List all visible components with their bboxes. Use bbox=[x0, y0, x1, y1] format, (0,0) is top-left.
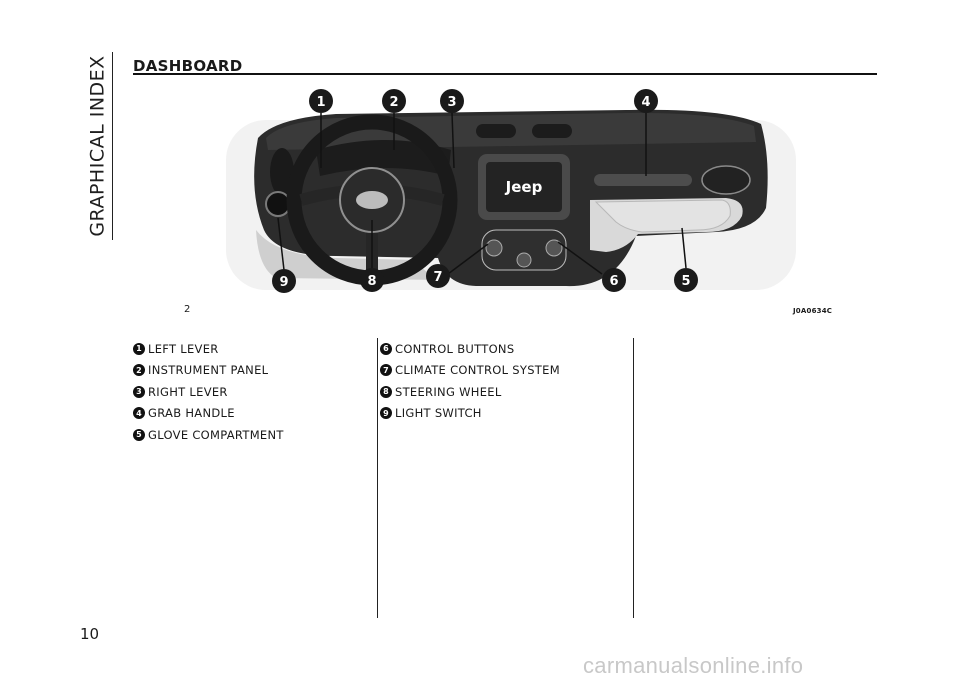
legend-number-badge: 8 bbox=[380, 385, 392, 398]
legend-item: 5 GLOVE COMPARTMENT bbox=[133, 424, 284, 446]
legend-number-badge: 9 bbox=[380, 407, 392, 420]
legend-item: 3 RIGHT LEVER bbox=[133, 381, 284, 403]
legend-label: LIGHT SWITCH bbox=[395, 406, 482, 421]
legend-label: CONTROL BUTTONS bbox=[395, 341, 515, 356]
section-side-tab: GRAPHICAL INDEX bbox=[84, 52, 112, 240]
screen-brand-logo: Jeep bbox=[505, 178, 543, 196]
title-rule bbox=[133, 73, 877, 75]
legend-label: RIGHT LEVER bbox=[148, 384, 228, 399]
section-title: DASHBOARD bbox=[133, 57, 243, 75]
figure-code: J0A0634C bbox=[793, 307, 833, 315]
legend-label: GRAB HANDLE bbox=[148, 406, 235, 421]
callout-6: 6 bbox=[609, 274, 618, 289]
legend-item: 2 INSTRUMENT PANEL bbox=[133, 360, 284, 382]
legend-number-badge: 6 bbox=[380, 342, 392, 355]
callout-2: 2 bbox=[389, 95, 398, 110]
legend-item: 4 GRAB HANDLE bbox=[133, 403, 284, 425]
page-number: 10 bbox=[80, 625, 100, 643]
callout-1: 1 bbox=[316, 95, 325, 110]
legend-label: INSTRUMENT PANEL bbox=[148, 363, 269, 378]
column-divider bbox=[633, 338, 634, 618]
legend-item: 8 STEERING WHEEL bbox=[380, 381, 560, 403]
legend-number-badge: 5 bbox=[133, 428, 145, 441]
dashboard-illustration: Jeep 1 bbox=[226, 89, 796, 293]
legend-item: 7 CLIMATE CONTROL SYSTEM bbox=[380, 360, 560, 382]
callout-5: 5 bbox=[681, 274, 690, 289]
legend-item: 9 LIGHT SWITCH bbox=[380, 403, 560, 425]
callout-3: 3 bbox=[447, 95, 456, 110]
legend-list-right: 6 CONTROL BUTTONS 7 CLIMATE CONTROL SYST… bbox=[380, 338, 560, 424]
legend-label: GLOVE COMPARTMENT bbox=[148, 427, 284, 442]
legend-number-badge: 3 bbox=[133, 385, 145, 398]
callout-4: 4 bbox=[641, 95, 650, 110]
dashboard-figure: Jeep 1 bbox=[186, 80, 840, 320]
legend-item: 6 CONTROL BUTTONS bbox=[380, 338, 560, 360]
legend-list-left: 1 LEFT LEVER 2 INSTRUMENT PANEL 3 RIGHT … bbox=[133, 338, 284, 446]
legend-item: 1 LEFT LEVER bbox=[133, 338, 284, 360]
side-tab-label: GRAPHICAL INDEX bbox=[87, 55, 110, 237]
legend-label: CLIMATE CONTROL SYSTEM bbox=[395, 363, 560, 378]
legend-label: STEERING WHEEL bbox=[395, 384, 502, 399]
legend-number-badge: 2 bbox=[133, 364, 145, 377]
legend-label: LEFT LEVER bbox=[148, 341, 219, 356]
callout-8: 8 bbox=[367, 274, 376, 289]
site-watermark: carmanualsonline.info bbox=[583, 653, 804, 678]
figure-number: 2 bbox=[184, 304, 191, 315]
callout-7: 7 bbox=[433, 270, 442, 285]
side-tab-divider bbox=[112, 52, 113, 240]
legend-number-badge: 4 bbox=[133, 407, 145, 420]
column-divider bbox=[377, 338, 378, 618]
legend-number-badge: 7 bbox=[380, 364, 392, 377]
legend-number-badge: 1 bbox=[133, 342, 145, 355]
callout-9: 9 bbox=[279, 275, 288, 290]
